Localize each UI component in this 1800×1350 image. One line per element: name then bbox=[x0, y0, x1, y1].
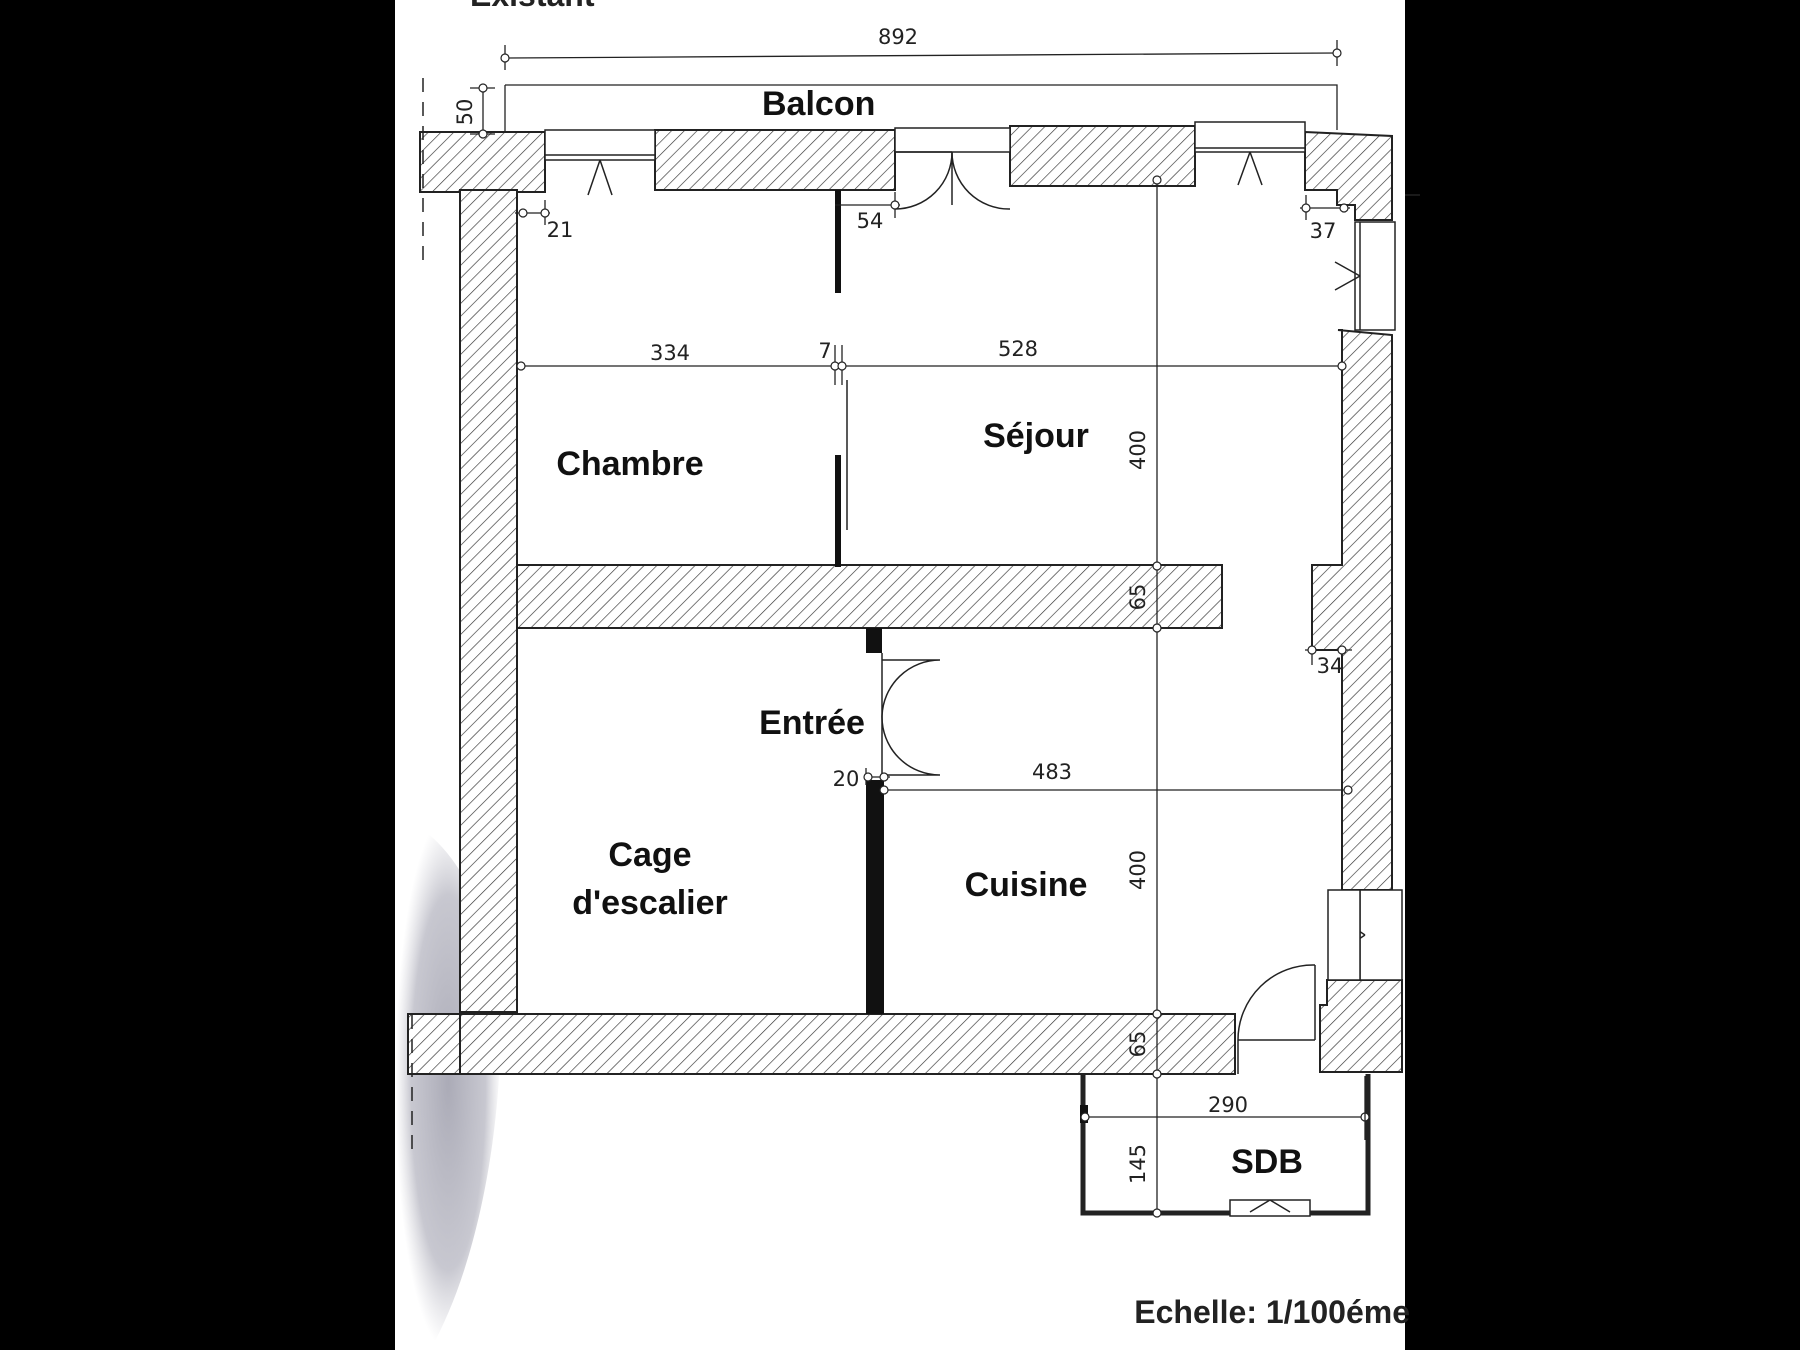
dim-334-7-528 bbox=[516, 345, 1347, 385]
dim-label-cuisine-width: 483 bbox=[1032, 760, 1072, 784]
dim-label-lower-height: 400 bbox=[1126, 850, 1150, 890]
dim-label-window-offset-right: 37 bbox=[1310, 219, 1337, 243]
dim-483 bbox=[879, 785, 1353, 795]
room-label-sdb: SDB bbox=[1231, 1143, 1303, 1181]
room-label-chambre: Chambre bbox=[556, 445, 703, 483]
dim-label-sdb-height: 145 bbox=[1126, 1144, 1150, 1184]
dim-label-upper-height: 400 bbox=[1126, 430, 1150, 470]
dim-label-total-width: 892 bbox=[878, 25, 918, 49]
dim-label-lower-wall: 65 bbox=[1126, 1031, 1150, 1058]
room-label-cage-line1: Cage bbox=[608, 836, 691, 874]
dim-50 bbox=[470, 83, 495, 139]
balcony-line bbox=[505, 84, 1338, 130]
wall-corner-top-right bbox=[1304, 130, 1393, 221]
wall-middle bbox=[516, 564, 1223, 629]
dim-label-window-offset-left: 21 bbox=[547, 218, 574, 242]
window-left bbox=[544, 129, 656, 196]
wall-top-middle bbox=[654, 129, 896, 191]
dim-20 bbox=[863, 768, 890, 785]
dim-label-chambre-width: 334 bbox=[650, 341, 690, 365]
dim-label-sejour-width: 528 bbox=[998, 337, 1038, 361]
wall-bottom bbox=[459, 1013, 1236, 1075]
dim-37 bbox=[1300, 195, 1350, 220]
dim-label-right-wall-offset: 34 bbox=[1317, 654, 1344, 678]
dim-vertical-chain bbox=[1152, 175, 1162, 1218]
header-partial-title: Existant bbox=[470, 0, 595, 13]
dim-label-door-offset: 54 bbox=[857, 209, 884, 233]
dim-label-middle-wall: 65 bbox=[1126, 584, 1150, 611]
door-entree bbox=[881, 653, 941, 780]
room-label-sejour: Séjour bbox=[983, 417, 1089, 455]
wall-top-left bbox=[419, 131, 546, 193]
wall-top-right bbox=[1009, 125, 1196, 187]
dim-34 bbox=[1305, 640, 1352, 665]
dim-label-balcony-depth: 50 bbox=[453, 99, 477, 126]
dim-892 bbox=[500, 40, 1342, 70]
wall-left bbox=[459, 189, 518, 1013]
window-sdb-bottom bbox=[1229, 1199, 1311, 1217]
door-sdb bbox=[1237, 964, 1316, 1074]
room-label-balcon: Balcon bbox=[762, 85, 875, 123]
dim-21 bbox=[515, 200, 550, 225]
dim-label-partition: 7 bbox=[818, 339, 831, 363]
window-sdb-side bbox=[1327, 889, 1403, 981]
door-balcony bbox=[894, 127, 1011, 210]
wall-right-lower bbox=[1319, 979, 1403, 1073]
dim-54 bbox=[835, 192, 900, 218]
room-label-cage-line2: d'escalier bbox=[572, 884, 728, 922]
room-label-cuisine: Cuisine bbox=[965, 866, 1088, 904]
dim-label-sdb-width: 290 bbox=[1208, 1093, 1248, 1117]
window-right-side bbox=[1334, 221, 1396, 331]
partition-upper bbox=[835, 190, 841, 293]
kitchen-wall-stub bbox=[866, 628, 882, 653]
window-top-right bbox=[1194, 121, 1306, 186]
scale-label: Echelle: 1/100éme bbox=[1134, 1294, 1410, 1330]
dim-290 bbox=[1080, 1076, 1370, 1140]
sdb-outline bbox=[1080, 1074, 1371, 1216]
dim-label-entry-offset: 20 bbox=[833, 767, 860, 791]
kitchen-wall bbox=[866, 780, 884, 1014]
wall-left-stub bbox=[407, 1013, 461, 1075]
room-label-entree: Entrée bbox=[759, 704, 865, 742]
partition-lower bbox=[835, 455, 841, 567]
